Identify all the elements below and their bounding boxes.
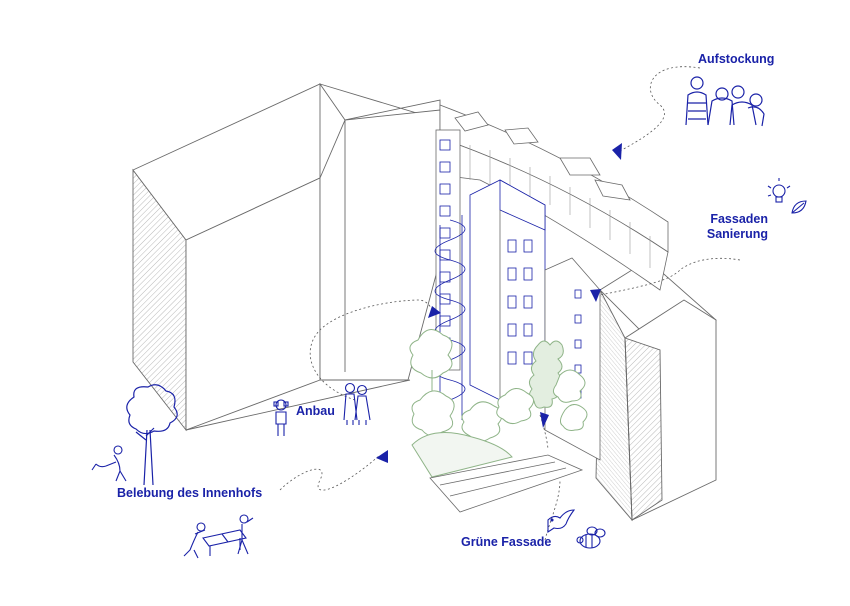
label-gruene-fassade: Grüne Fassade: [461, 535, 552, 549]
courtyard-trees: [409, 329, 588, 478]
people-group-icon: [685, 76, 765, 127]
label-anbau: Anbau: [296, 404, 335, 418]
person-with-binoculars-icon: [273, 399, 289, 436]
label-belebung-des-innenhofs: Belebung des Innenhofs: [117, 486, 263, 500]
label-fassaden-line2: Sanierung: [706, 227, 768, 241]
leader-lines: [279, 66, 741, 541]
person-watering-icon: [91, 445, 127, 482]
left-building: [132, 83, 441, 432]
arrow-icon: [376, 143, 622, 463]
right-building: [595, 259, 717, 522]
bird-icon: [547, 509, 576, 534]
table-tennis-players-icon: [183, 514, 254, 559]
ground-ramp: [429, 454, 584, 513]
label-aufstockung: Aufstockung: [698, 52, 775, 66]
label-fassaden-line1: Fassaden: [710, 212, 768, 226]
couple-icon: [343, 382, 371, 425]
annex-tower: [434, 179, 546, 420]
tree-icon: [126, 384, 178, 486]
lightbulb-leaf-icon: [767, 178, 807, 214]
label-fassaden-sanierung: Fassaden Sanierung: [700, 212, 768, 242]
bee-icon: [576, 526, 606, 549]
